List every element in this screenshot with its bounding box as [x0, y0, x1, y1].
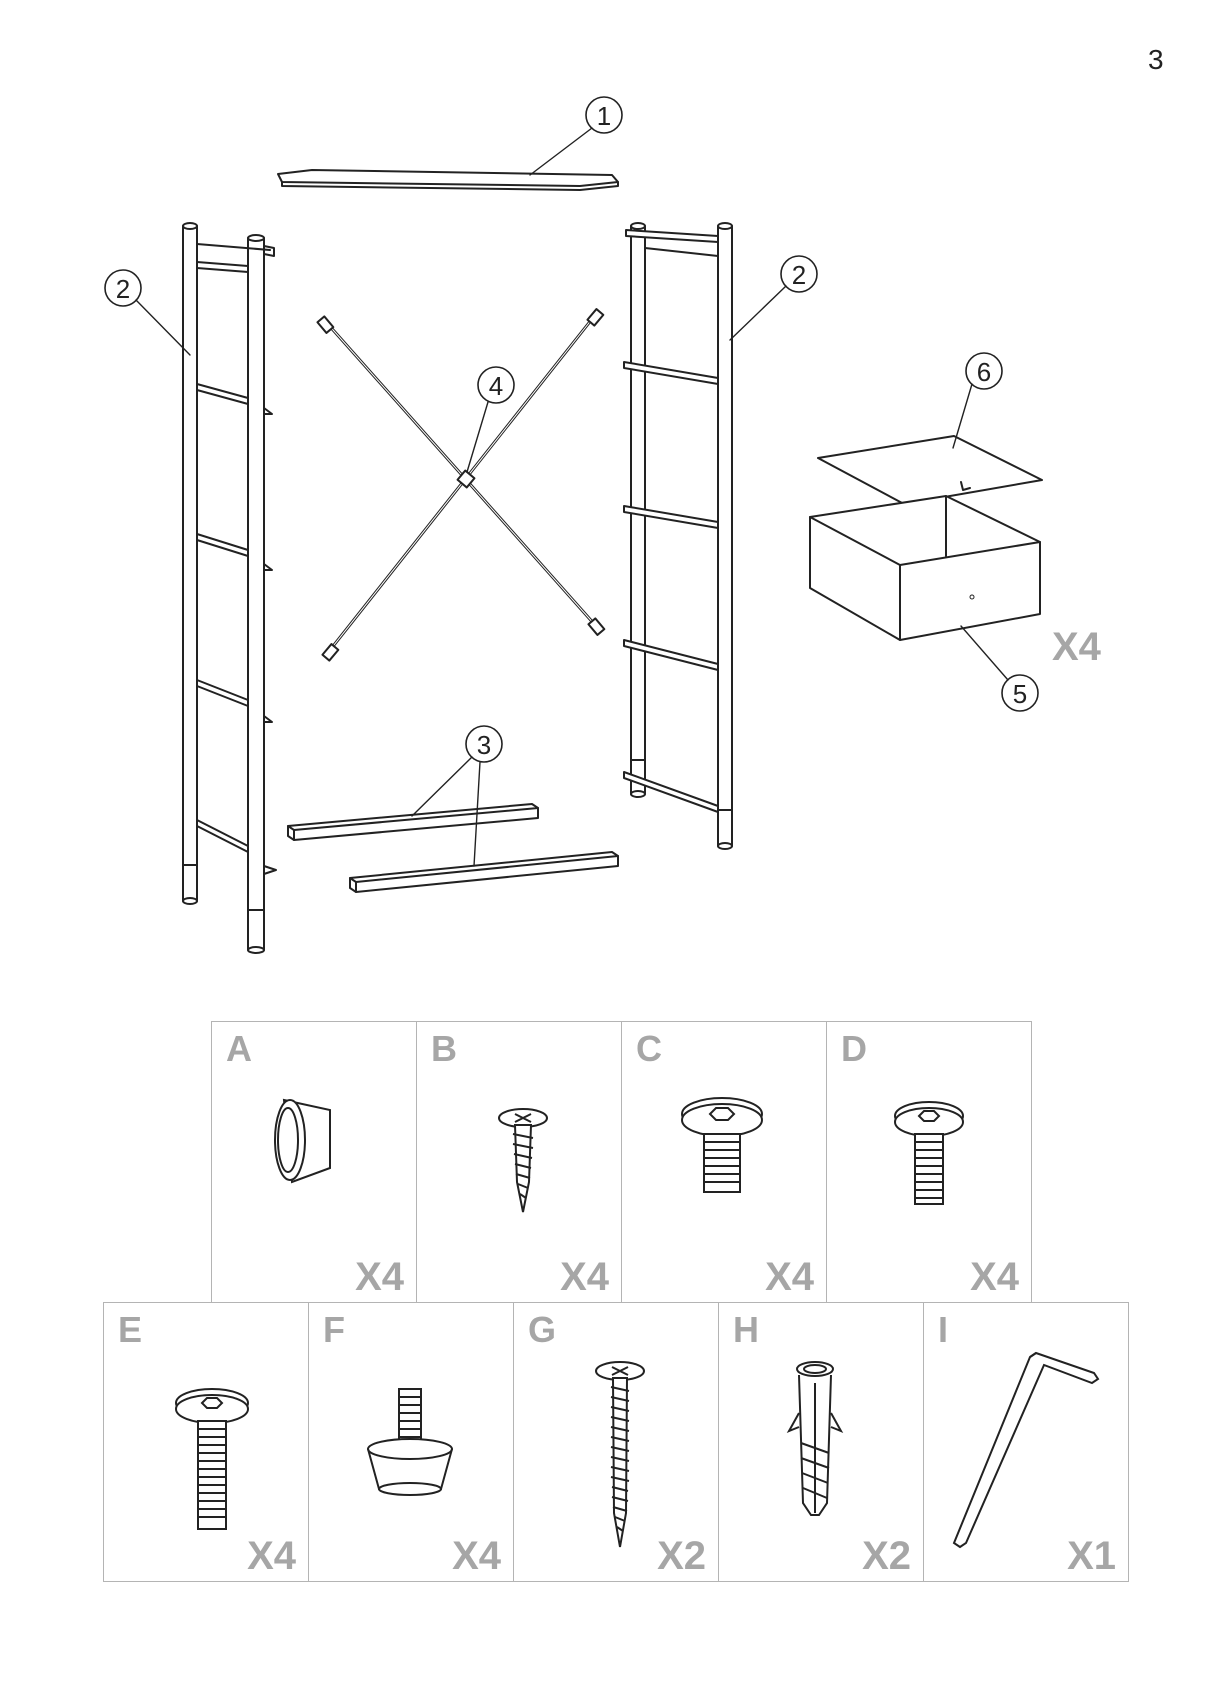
parts-exploded-diagram: 1 2: [104, 96, 1102, 954]
hardware-qty-c: X4: [765, 1255, 814, 1299]
svg-text:1: 1: [597, 101, 611, 131]
hardware-letter-g: G: [528, 1309, 557, 1350]
svg-text:3: 3: [477, 730, 491, 760]
hardware-qty-e: X4: [247, 1534, 296, 1578]
callout-2-left: 2: [104, 269, 191, 356]
callout-4: 4: [466, 366, 515, 473]
hardware-cell-e: E X4: [103, 1302, 309, 1582]
allen-key-icon: [952, 1351, 1100, 1549]
callout-5: 5: [960, 625, 1039, 712]
wood-screw-icon: [498, 1108, 548, 1213]
hex-bolt-short-icon: [681, 1097, 763, 1193]
hardware-cell-f: F X4: [308, 1302, 514, 1582]
hardware-cell-c: C X4: [621, 1021, 827, 1303]
adjustable-foot-icon: [367, 1388, 453, 1496]
hardware-qty-b: X4: [560, 1255, 609, 1299]
hardware-letter-i: I: [938, 1309, 949, 1350]
hardware-cell-b: B X4: [416, 1021, 622, 1303]
hex-bolt-medium-icon: [894, 1101, 964, 1205]
svg-text:2: 2: [116, 274, 130, 304]
callout-2-right: 2: [729, 255, 818, 341]
svg-text:2: 2: [792, 260, 806, 290]
wall-plug-icon: [786, 1361, 844, 1516]
hardware-letter-d: D: [841, 1028, 867, 1069]
hardware-cell-i: I X1: [923, 1302, 1129, 1582]
hardware-qty-d: X4: [970, 1255, 1019, 1299]
hardware-letter-f: F: [323, 1309, 345, 1350]
hardware-cell-a: A X4: [211, 1021, 417, 1303]
svg-text:6: 6: [977, 357, 991, 387]
hardware-cell-g: G X2: [513, 1302, 719, 1582]
part-2-left-ladder: [182, 222, 277, 954]
callout-3: 3: [411, 725, 503, 867]
part-5-drawer-box: [809, 495, 1041, 641]
svg-text:5: 5: [1013, 679, 1027, 709]
drawer-quantity: X4: [1052, 625, 1102, 669]
part-1-top-panel: [277, 169, 619, 191]
hardware-letter-b: B: [431, 1028, 457, 1069]
part-3-bottom-rails: [287, 803, 619, 893]
hardware-cell-d: D X4: [826, 1021, 1032, 1303]
svg-text:4: 4: [489, 371, 503, 401]
hardware-qty-i: X1: [1067, 1534, 1116, 1578]
hardware-letter-h: H: [733, 1309, 759, 1350]
part-6-drawer-lid: [817, 435, 1043, 505]
hardware-qty-h: X2: [862, 1534, 911, 1578]
part-4-cross-brace: [316, 308, 606, 662]
part-2-right-ladder: [623, 222, 733, 850]
long-wood-screw-icon: [595, 1361, 645, 1548]
hardware-letter-e: E: [118, 1309, 143, 1350]
hardware-qty-a: X4: [355, 1255, 404, 1299]
callout-6: 6: [952, 352, 1003, 449]
hardware-qty-f: X4: [452, 1534, 501, 1578]
hardware-letter-a: A: [226, 1028, 252, 1069]
callout-1: 1: [529, 96, 623, 176]
rubber-foot-cap-icon: [274, 1098, 331, 1184]
hex-bolt-long-icon: [175, 1388, 249, 1530]
page-number: 3: [1148, 44, 1164, 75]
hardware-letter-c: C: [636, 1028, 662, 1069]
hardware-cell-h: H X2: [718, 1302, 924, 1582]
hardware-qty-g: X2: [657, 1534, 706, 1578]
